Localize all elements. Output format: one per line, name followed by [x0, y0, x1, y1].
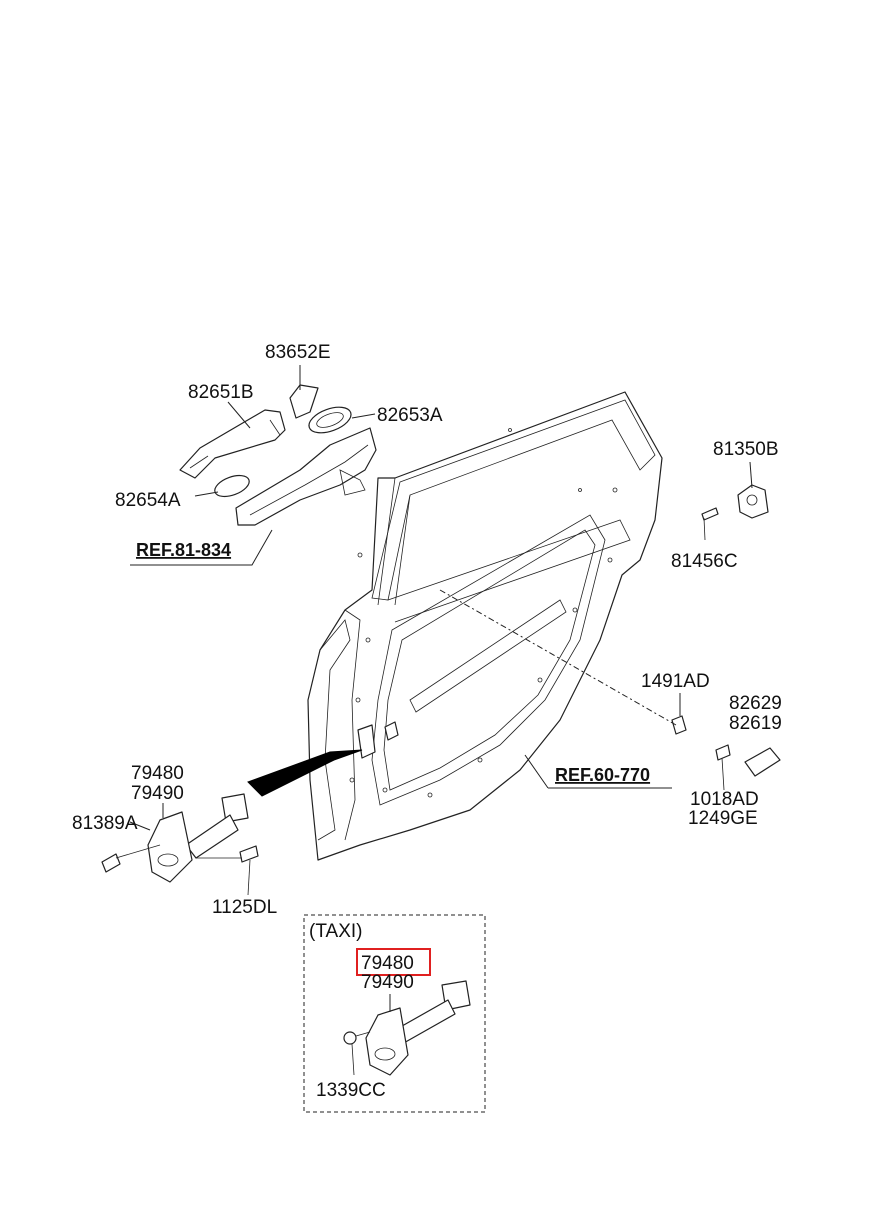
nut-1491AD	[671, 715, 687, 735]
label-1125DL: 1125DL	[212, 897, 277, 918]
highlight-79480	[356, 948, 431, 976]
label-ref-81-834: REF.81-834	[136, 540, 231, 560]
label-taxi-79490: 79490	[361, 972, 414, 993]
label-81389A: 81389A	[72, 813, 138, 834]
label-1018AD: 1018AD	[690, 789, 759, 810]
door-striker	[701, 484, 769, 541]
label-81456C: 81456C	[671, 551, 738, 572]
gasket-82653A	[308, 406, 352, 434]
bolt-81389A	[101, 853, 121, 873]
handle-cover-83652E	[289, 384, 319, 419]
label-83652E: 83652E	[265, 342, 331, 363]
right-fasteners	[439, 589, 781, 791]
taxi-variant-box	[303, 914, 486, 1113]
label-82653A: 82653A	[377, 405, 443, 426]
label-1491AD: 1491AD	[641, 671, 710, 692]
label-1249GE: 1249GE	[688, 808, 758, 829]
label-taxi-79480: 79480	[361, 953, 414, 974]
label-82651B: 82651B	[188, 382, 254, 403]
handle-bracket	[235, 427, 377, 526]
nut-1339CC	[343, 1031, 357, 1045]
assembly-arrow	[247, 749, 363, 797]
label-81350B: 81350B	[713, 439, 779, 460]
label-taxi: (TAXI)	[309, 921, 362, 942]
label-82629: 82629	[729, 693, 782, 714]
outside-handle-assembly	[179, 384, 377, 526]
rear-door-panel	[307, 391, 663, 861]
bolt-1125DL	[239, 845, 259, 863]
gasket-82654A	[214, 474, 250, 498]
part-labels: 83652E 82651B 82653A 82654A REF.81-834 8…	[72, 342, 782, 1101]
label-79490: 79490	[131, 783, 184, 804]
label-ref-60-770: REF.60-770	[555, 765, 650, 785]
plug-82629	[744, 747, 781, 777]
screw-81456C	[701, 507, 719, 521]
label-79480: 79480	[131, 763, 184, 784]
label-82654A: 82654A	[115, 490, 181, 511]
outside-handle	[179, 409, 286, 479]
door-checker-assembly	[101, 749, 363, 896]
label-82619: 82619	[729, 713, 782, 734]
label-1339CC: 1339CC	[316, 1080, 386, 1101]
bolt-1018AD	[715, 744, 731, 761]
leader-lines	[129, 365, 753, 1012]
